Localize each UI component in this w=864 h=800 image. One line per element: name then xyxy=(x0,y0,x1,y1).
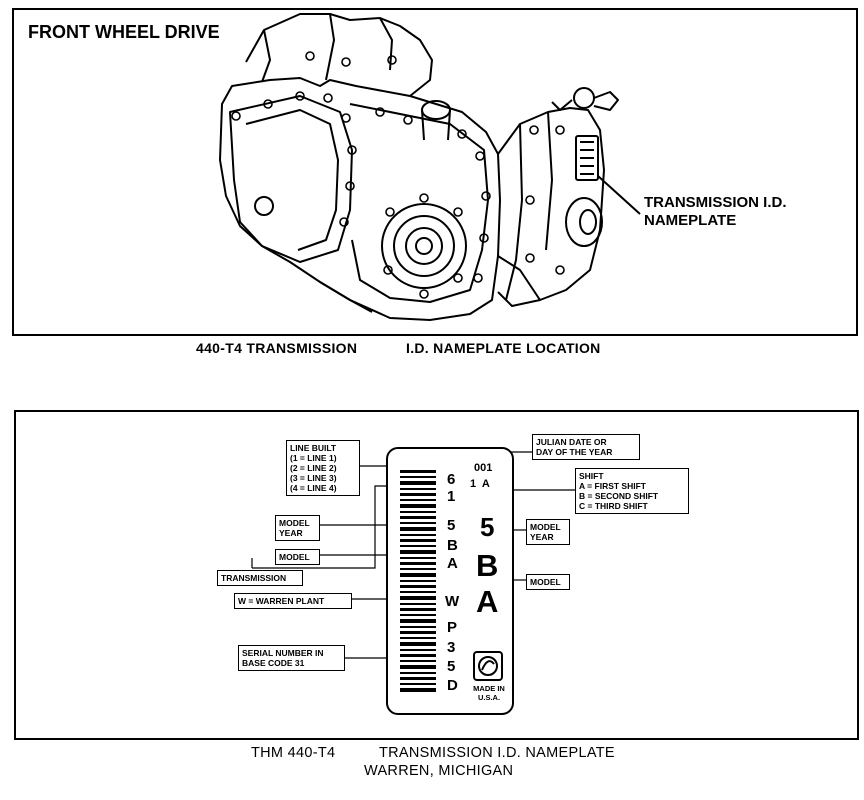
bottom-caption-part1: THM 440-T4 xyxy=(251,745,336,761)
plate-char: B xyxy=(447,537,458,554)
julian-code: 001 xyxy=(474,462,493,474)
serial-line2: BASE CODE 31 xyxy=(242,658,305,668)
julian-line2: DAY OF THE YEAR xyxy=(536,447,613,457)
shift-item: C = THIRD SHIFT xyxy=(579,501,648,511)
line-built-item: (3 = LINE 3) xyxy=(290,473,337,483)
julian-line1: JULIAN DATE OR xyxy=(536,437,607,447)
nameplate-callout: TRANSMISSION I.D. NAMEPLATE xyxy=(644,194,787,230)
model-right-box: MODEL xyxy=(526,574,570,590)
top-heading: FRONT WHEEL DRIVE xyxy=(28,22,220,42)
model-left-box: MODEL xyxy=(275,549,320,565)
shift-box: SHIFT A = FIRST SHIFT B = SECOND SHIFT C… xyxy=(575,468,689,514)
shift-item: B = SECOND SHIFT xyxy=(579,491,659,501)
model-year-right-line2: YEAR xyxy=(530,532,554,542)
big-year-char: 5 xyxy=(480,512,495,542)
serial-box: SERIAL NUMBER IN BASE CODE 31 xyxy=(238,645,345,671)
nameplate-callout-line2: NAMEPLATE xyxy=(644,212,737,229)
transmission-box: TRANSMISSION xyxy=(217,570,303,586)
plate-char: D xyxy=(447,677,458,694)
model-year-left-line1: MODEL xyxy=(279,518,310,528)
bottom-caption-part2: TRANSMISSION I.D. NAMEPLATE xyxy=(379,745,615,761)
plate-char: 5 xyxy=(447,658,456,675)
big-model-char: A xyxy=(476,584,499,619)
warren-plant-box: W = WARREN PLANT xyxy=(234,593,352,609)
model-year-left-line2: YEAR xyxy=(279,528,303,538)
line-built-item: (2 = LINE 2) xyxy=(290,463,337,473)
serial-line1: SERIAL NUMBER IN xyxy=(242,648,324,658)
top-caption-right: I.D. NAMEPLATE LOCATION xyxy=(406,340,601,356)
model-year-left-box: MODEL YEAR xyxy=(275,515,320,541)
made-in-line2: U.S.A. xyxy=(477,693,501,702)
big-model-char: B xyxy=(476,548,499,583)
model-year-right-box: MODEL YEAR xyxy=(526,519,570,545)
top-caption-left: 440-T4 TRANSMISSION xyxy=(196,340,358,356)
made-in-line1: MADE IN xyxy=(473,684,505,693)
shift-code: 1 A xyxy=(470,478,490,490)
line-built-title: LINE BUILT xyxy=(290,443,337,453)
bottom-caption-line2: WARREN, MICHIGAN xyxy=(364,763,514,779)
model-year-right-line1: MODEL xyxy=(530,522,561,532)
julian-box: JULIAN DATE OR DAY OF THE YEAR xyxy=(532,434,640,460)
plate-char: P xyxy=(447,619,458,636)
line-built-item: (1 = LINE 1) xyxy=(290,453,337,463)
line-built-item: (4 = LINE 4) xyxy=(290,483,337,493)
line-built-box: LINE BUILT (1 = LINE 1) (2 = LINE 2) (3 … xyxy=(286,440,360,496)
made-in: MADE IN U.S.A. xyxy=(470,684,508,702)
bottom-panel xyxy=(14,410,859,740)
plate-char: W xyxy=(445,593,460,610)
plate-char: A xyxy=(447,555,458,572)
plate-char: 5 xyxy=(447,517,456,534)
shift-item: A = FIRST SHIFT xyxy=(579,481,646,491)
shift-title: SHIFT xyxy=(579,471,604,481)
plate-char: 6 xyxy=(447,471,456,488)
transmission-illustration xyxy=(219,13,641,321)
top-panel xyxy=(12,8,858,336)
nameplate-callout-line1: TRANSMISSION I.D. xyxy=(644,194,787,211)
plate-char: 1 xyxy=(447,488,456,505)
plate-char: 3 xyxy=(447,639,456,656)
